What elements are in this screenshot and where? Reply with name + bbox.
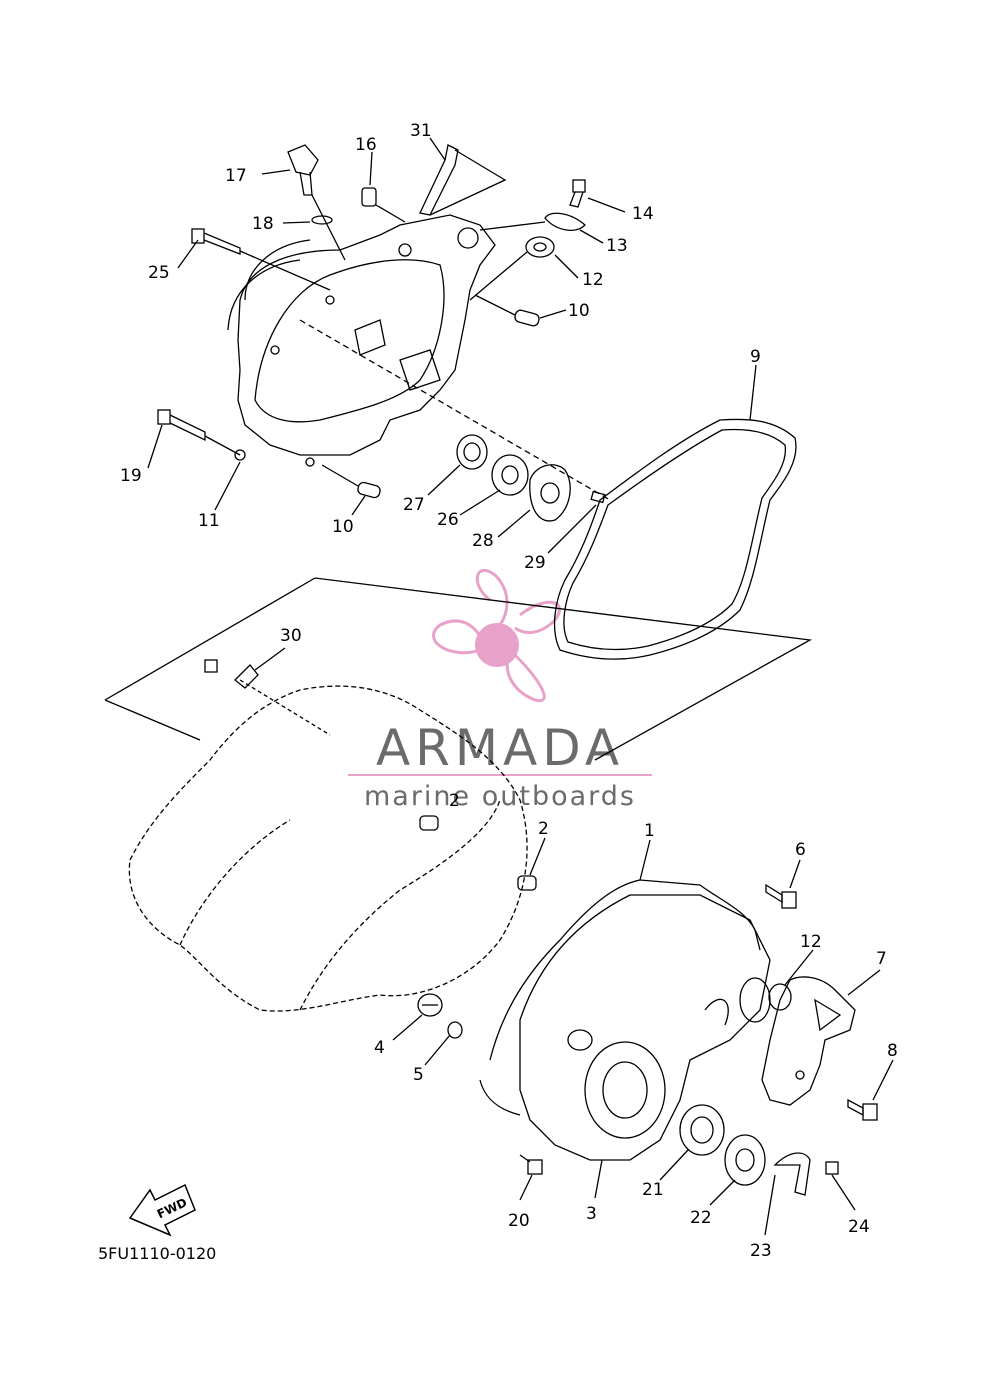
dowel-pin-10-top <box>474 294 540 327</box>
part-label-31: 31 <box>410 121 432 141</box>
oil-seal-27 <box>456 434 488 470</box>
gasket-1 <box>479 879 761 1116</box>
part-label-8: 8 <box>887 1041 898 1061</box>
part-label-23: 23 <box>750 1241 772 1261</box>
bearing-26 <box>491 454 529 496</box>
part-label-28: 28 <box>472 531 494 551</box>
oil-seal-22 <box>724 1134 766 1186</box>
part-label-10-bottom: 10 <box>332 517 354 537</box>
part-label-12-bottom: 12 <box>800 932 822 952</box>
plug-16 <box>361 187 406 223</box>
part-label-14: 14 <box>632 204 654 224</box>
dowel-pin-2-a <box>419 815 439 831</box>
part-label-29: 29 <box>524 553 546 573</box>
crankcase-cover-right <box>519 894 771 1161</box>
bolt-20 <box>519 1154 543 1175</box>
part-label-16: 16 <box>355 135 377 155</box>
part-label-2-a: 2 <box>449 791 460 811</box>
cover-7 <box>761 976 856 1106</box>
part-label-4: 4 <box>374 1038 385 1058</box>
bracket-31 <box>419 144 507 216</box>
part-label-10-top: 10 <box>568 301 590 321</box>
plate-13 <box>479 212 586 231</box>
part-label-20: 20 <box>508 1211 530 1231</box>
bolt-14 <box>569 179 586 208</box>
part-label-9: 9 <box>750 347 761 367</box>
bearing-21 <box>679 1104 725 1156</box>
o-ring-5 <box>447 1021 463 1039</box>
part-label-1: 1 <box>644 821 655 841</box>
part-label-22: 22 <box>690 1208 712 1228</box>
bearing-retainer-28 <box>529 464 571 522</box>
gasket-9 <box>553 418 797 660</box>
oil-seal-12-top <box>469 236 555 301</box>
part-label-2-b: 2 <box>538 819 549 839</box>
crankcase-cover-left <box>227 214 496 467</box>
part-label-25: 25 <box>148 263 170 283</box>
part-label-6: 6 <box>795 840 806 860</box>
part-label-26: 26 <box>437 510 459 530</box>
leader-lines <box>147 137 894 1236</box>
part-label-30: 30 <box>280 626 302 646</box>
part-label-3: 3 <box>586 1204 597 1224</box>
crankcase-ghost <box>128 685 528 1012</box>
part-label-17: 17 <box>225 166 247 186</box>
bolt-6 <box>765 883 797 909</box>
oil-seal-12-bottom <box>768 983 792 1011</box>
dowel-pin-2-b <box>517 875 537 891</box>
part-label-11: 11 <box>198 511 220 531</box>
part-label-5: 5 <box>413 1065 424 1085</box>
part-label-18: 18 <box>252 214 274 234</box>
dipstick-17 <box>287 144 346 261</box>
watermark-tagline: marine outboards <box>364 781 636 812</box>
parts-line-art <box>104 137 894 1236</box>
forward-direction-arrow: FWD <box>128 1183 196 1237</box>
plug-4 <box>417 993 443 1017</box>
retainer-23 <box>773 1152 811 1196</box>
armada-watermark-text: ARMADA marine outboards <box>348 719 652 812</box>
bolt-clip-30 <box>204 659 331 736</box>
watermark-name: ARMADA <box>376 719 624 777</box>
part-label-19: 19 <box>120 466 142 486</box>
armada-propeller-logo <box>432 568 561 703</box>
part-number-labels: 31 16 17 18 25 14 13 12 10 9 19 11 10 27… <box>120 121 898 1261</box>
part-label-13: 13 <box>606 236 628 256</box>
diagram-code: 5FU1110-0120 <box>98 1244 216 1263</box>
part-label-7: 7 <box>876 949 887 969</box>
part-label-27: 27 <box>403 495 425 515</box>
dowel-pin-10-bottom <box>321 464 381 499</box>
bolt-8 <box>847 1098 878 1121</box>
screw-24 <box>825 1161 839 1175</box>
bolt-19 <box>157 409 241 456</box>
part-label-21: 21 <box>642 1180 664 1200</box>
part-label-24: 24 <box>848 1217 870 1237</box>
part-label-12-top: 12 <box>582 270 604 290</box>
engine-plane-outline <box>104 577 813 761</box>
bolt-25 <box>191 228 331 291</box>
